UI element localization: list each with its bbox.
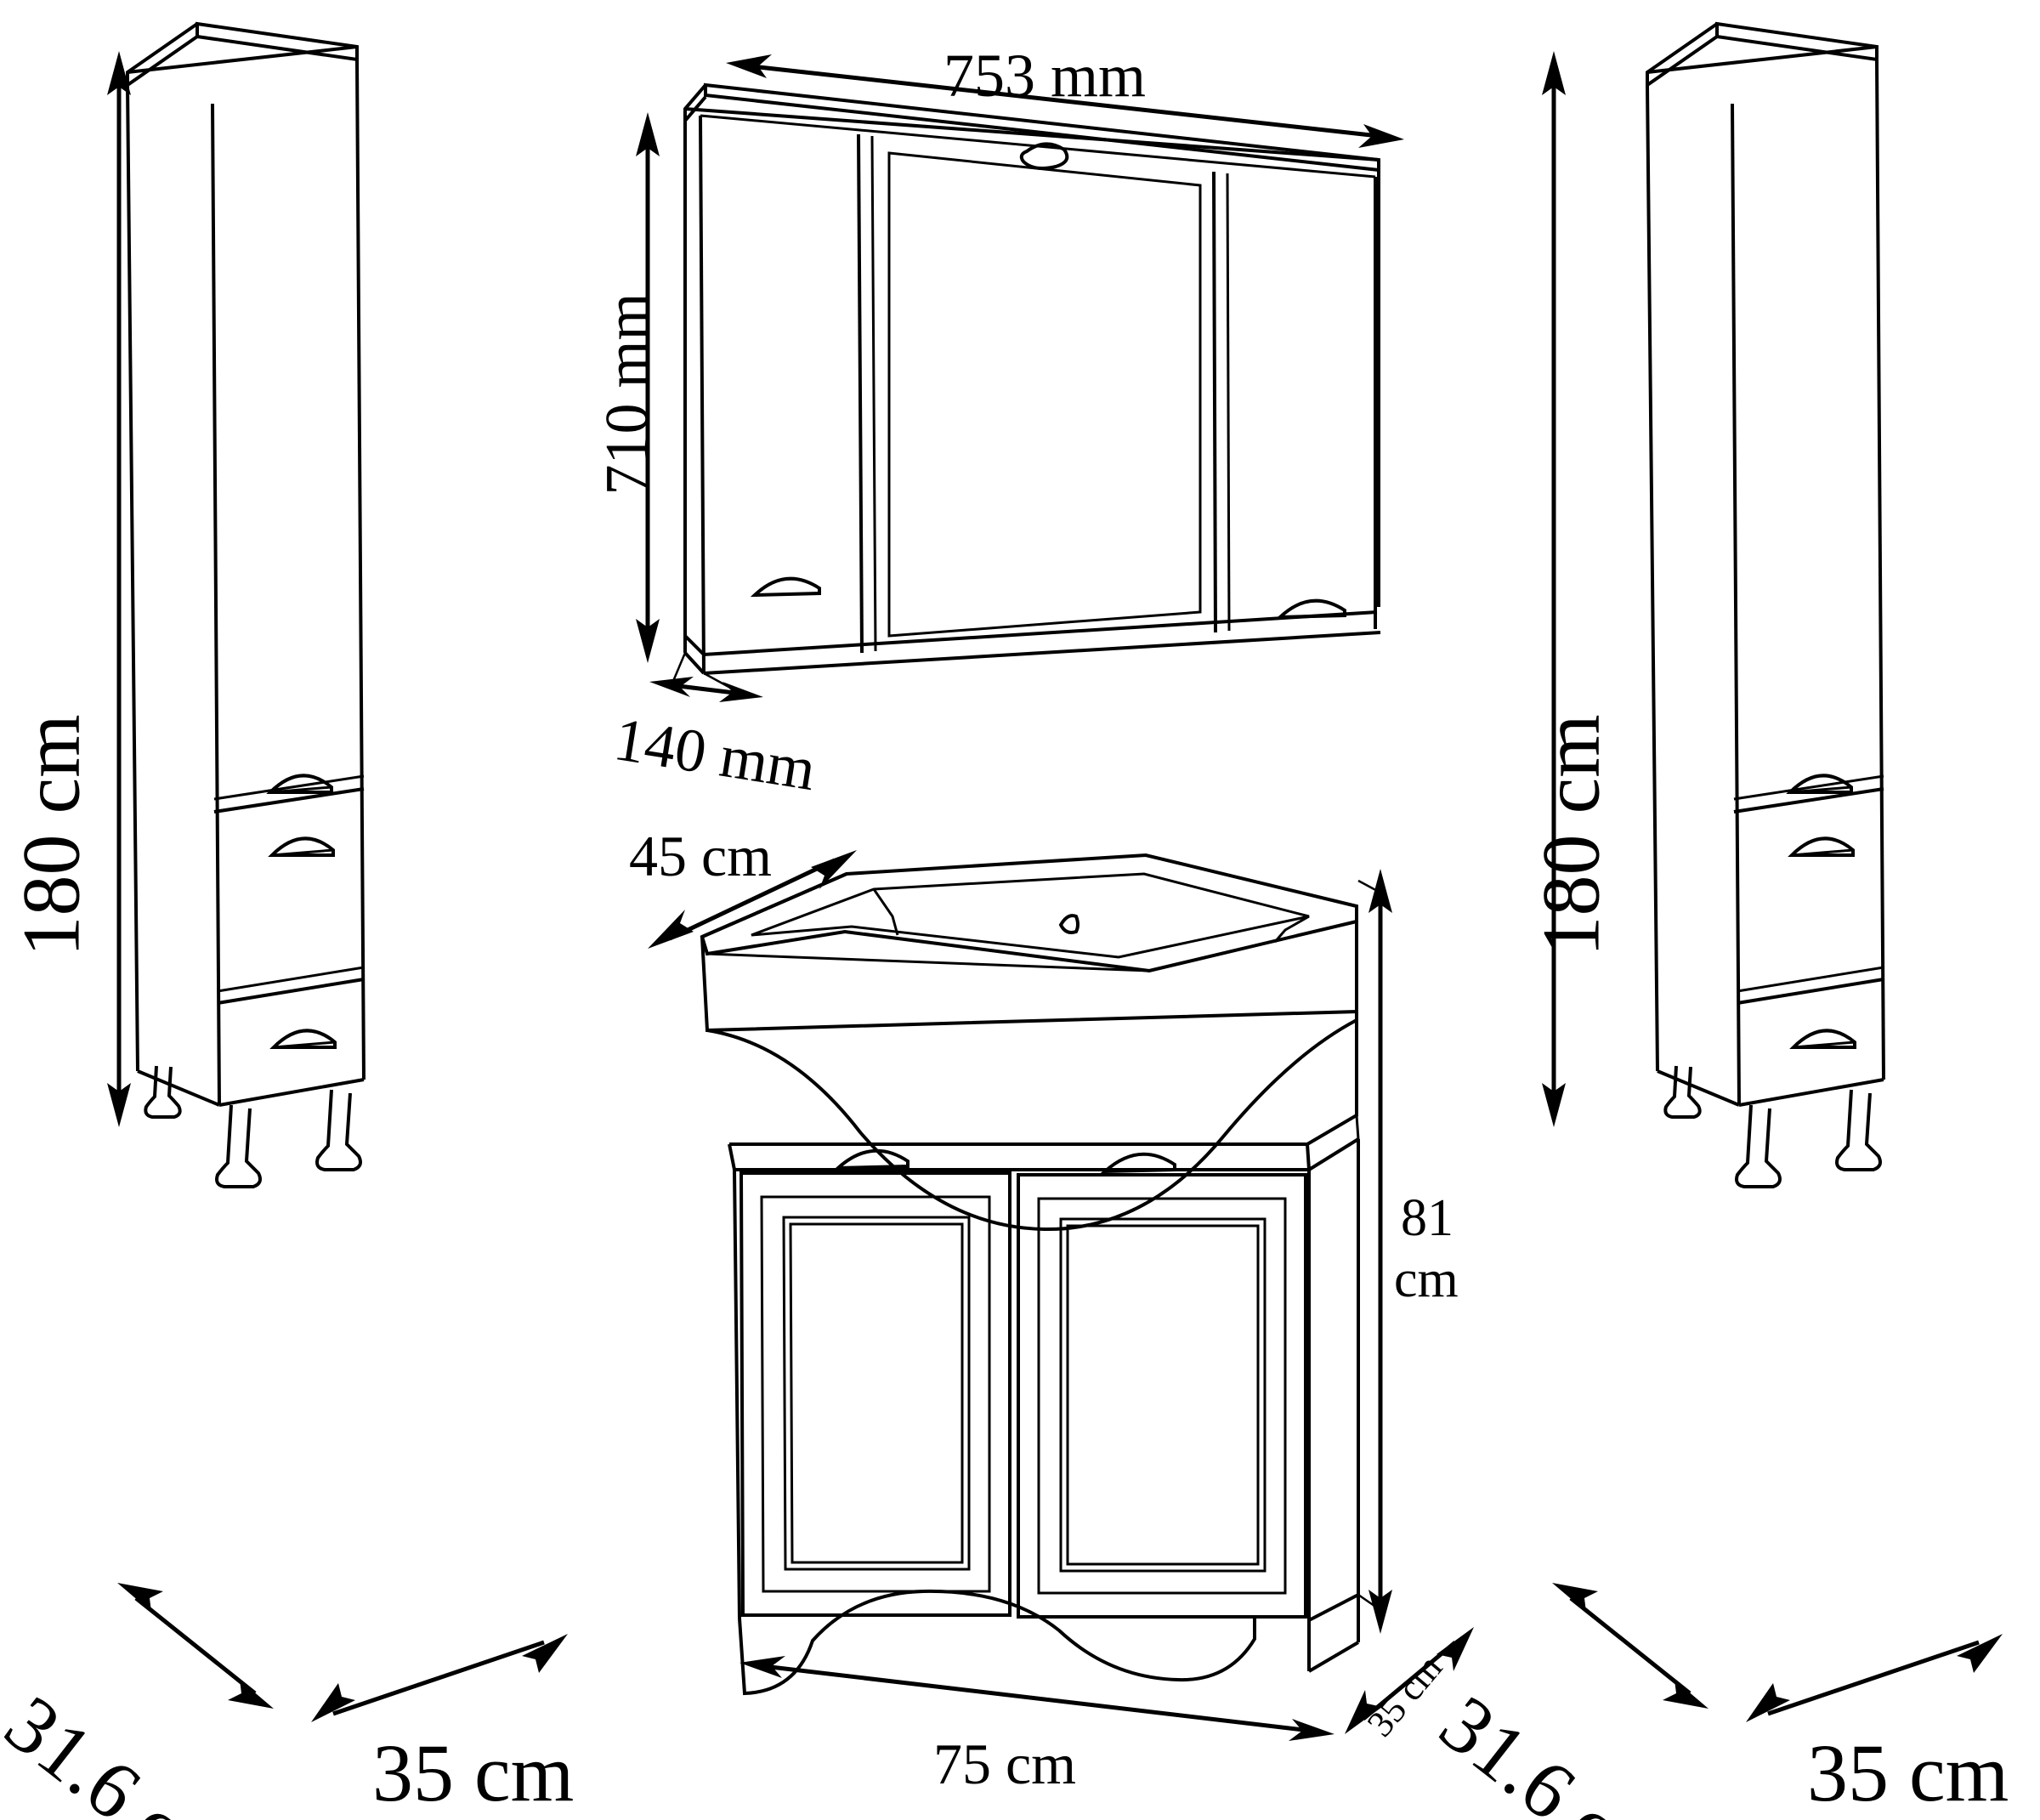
right-height-dimension [1542,51,1566,1127]
vanity-height-dimension [1357,869,1392,1634]
left-width-dimension [311,1634,568,1722]
vanity-depth-dimension [648,850,857,949]
mirror-width-dimension [726,54,1404,148]
dim-label-left-cabinet-width: 35 cm [372,1727,575,1818]
mirror-depth-dimension [649,652,763,702]
right-depth-dimension [1552,1583,1708,1709]
dim-label-mirror-height: 710 mm [592,292,661,496]
left-height-dimension [107,51,131,1127]
right-tall-cabinet-geometry [1646,21,1885,1188]
dim-label-vanity-height-value: 81 [1401,1189,1454,1247]
vanity-side-depth-dimension [1345,1627,1474,1734]
left-tall-cabinet-geometry [126,21,366,1188]
dim-label-vanity-width: 75 cm [933,1732,1077,1796]
dim-label-right-cabinet-height: 180 cm [1525,714,1617,957]
mirror-cabinet-geometry [683,82,1381,675]
dim-label-vanity-height-unit: cm [1394,1250,1459,1308]
mirror-height-dimension [636,112,660,663]
dim-label-left-cabinet-height: 180 cm [5,714,97,957]
right-width-dimension [1746,1634,2003,1722]
dim-label-mirror-width: 753 mm [944,42,1147,110]
vanity-width-dimension [740,1656,1334,1741]
vanity-unit-geometry [700,853,1360,1696]
left-depth-dimension [117,1583,274,1709]
dim-label-vanity-depth: 45 cm [629,824,773,888]
dim-label-right-cabinet-width: 35 cm [1807,1727,2009,1818]
